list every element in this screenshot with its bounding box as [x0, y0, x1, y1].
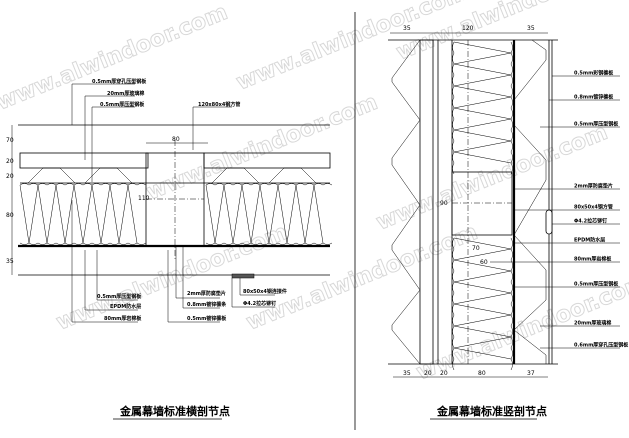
callout-label: 20mm厚玻璃棉 — [107, 90, 144, 97]
watermark: www.alwindoor.com — [143, 90, 381, 206]
callout-label: 0.5mm厚压型钢板 — [574, 121, 619, 128]
dim-label: 20 — [6, 173, 14, 180]
callout-label: 20mm厚玻璃棉 — [574, 320, 611, 327]
watermark: www.alwindoor.com — [0, 0, 231, 116]
callout-label: 80x50x4钢方管 — [574, 204, 613, 211]
callout-label: 120x80x4钢方管 — [198, 101, 240, 108]
callout-label: 80x50x4钢连接件 — [243, 288, 287, 295]
callout-label: 0.5mm厚压型钢板 — [100, 101, 145, 108]
dim-label: 35 — [6, 258, 14, 265]
callout-label: 0.5mm镀锌檩板 — [187, 315, 227, 322]
dim-label: 20 — [6, 158, 14, 165]
callout-label: 0.8mm镀锌檩板 — [574, 94, 614, 101]
callout-label: 0.8mm镀锌檩条 — [187, 301, 226, 308]
callout-label: 0.5mm厚压型钢板 — [574, 281, 619, 288]
horizontal-section: 70 20 20 80 35 80 110 0.5mm厚穿孔压型钢板 20mm厚… — [6, 78, 333, 420]
section-title: 金属幕墙标准竖剖节点 — [436, 404, 547, 418]
dim-label: 60 — [480, 259, 488, 266]
dim-label: 80 — [6, 212, 14, 219]
callout-label: 80mm厚岩棉板 — [574, 256, 612, 263]
dim-label: 120 — [462, 25, 474, 32]
dim-label: 35 — [527, 25, 535, 32]
callout-label: EPDM防水层 — [574, 237, 605, 244]
dim-label: 20 — [440, 370, 448, 377]
dim-label: 70 — [472, 245, 480, 252]
callout-label: 2mm厚防腐垫片 — [187, 290, 226, 297]
dim-label: 35 — [403, 370, 411, 377]
callout-label: 0.5mm厚穿孔压型钢板 — [92, 78, 147, 85]
dim-label: 70 — [6, 137, 14, 144]
section-title: 金属幕墙标准横剖节点 — [119, 404, 230, 418]
dim-label: 37 — [527, 370, 535, 377]
callout-label: 2mm厚防腐垫片 — [574, 183, 613, 190]
vertical-section: 35 120 35 35 20 20 80 37 90 70 60 0.5mm彩… — [388, 25, 629, 420]
callout-label: 0.5mm彩钢檩板 — [574, 70, 614, 77]
dim-label: 80 — [172, 136, 180, 143]
callout-label: 0.6mm厚穿孔压型钢板 — [574, 342, 629, 349]
dim-label: 90 — [440, 200, 448, 207]
callout-label: 0.5mm厚压型钢板 — [97, 293, 142, 300]
dim-label: 35 — [403, 25, 411, 32]
callout-label: 80mm厚岩棉板 — [104, 315, 142, 322]
callout-label: Φ4.2拉芯铆钉 — [574, 218, 607, 225]
dim-label: 80 — [478, 370, 486, 377]
callout-label: Φ4.2拉芯铆钉 — [243, 300, 276, 307]
dim-label: 20 — [424, 370, 432, 377]
watermark-layer: www.alwindoor.com www.alwindoor.com www.… — [0, 0, 629, 386]
callout-label: EPDM防水层 — [110, 303, 141, 310]
dim-label: 110 — [138, 195, 150, 202]
